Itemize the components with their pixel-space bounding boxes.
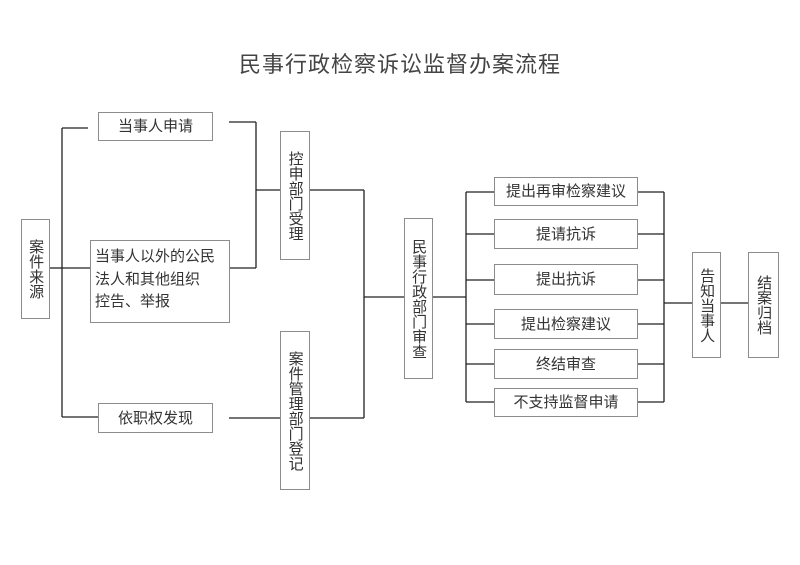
- intake-case-management-dept: 案件管理部门登记: [280, 331, 310, 490]
- page-title: 民事行政检察诉讼监督办案流程: [238, 53, 561, 78]
- outcome-terminate-review: 终结审查: [494, 349, 638, 379]
- notify-party-box: 告知当事人: [692, 252, 721, 358]
- source-ex-officio: 依职权发现: [98, 403, 213, 433]
- source-other-complaints: 当事人以外的公民 法人和其他组织 控告、举报: [90, 240, 230, 323]
- source-party-application: 当事人申请: [98, 112, 213, 141]
- outcome-reject-supervision: 不支持监督申请: [494, 388, 638, 417]
- source-box: 案件来源: [21, 219, 50, 319]
- intake-complaints-dept: 控申部门受理: [280, 131, 310, 260]
- outcome-retrial-recommendation: 提出再审检察建议: [494, 177, 638, 206]
- review-civil-admin-dept: 民事行政部门审查: [404, 218, 433, 379]
- outcome-file-protest: 提出抗诉: [494, 264, 638, 295]
- outcome-request-protest: 提请抗诉: [494, 219, 638, 249]
- outcome-procuratorial-recommendation: 提出检察建议: [494, 309, 638, 339]
- archive-box: 结案归档: [748, 252, 779, 358]
